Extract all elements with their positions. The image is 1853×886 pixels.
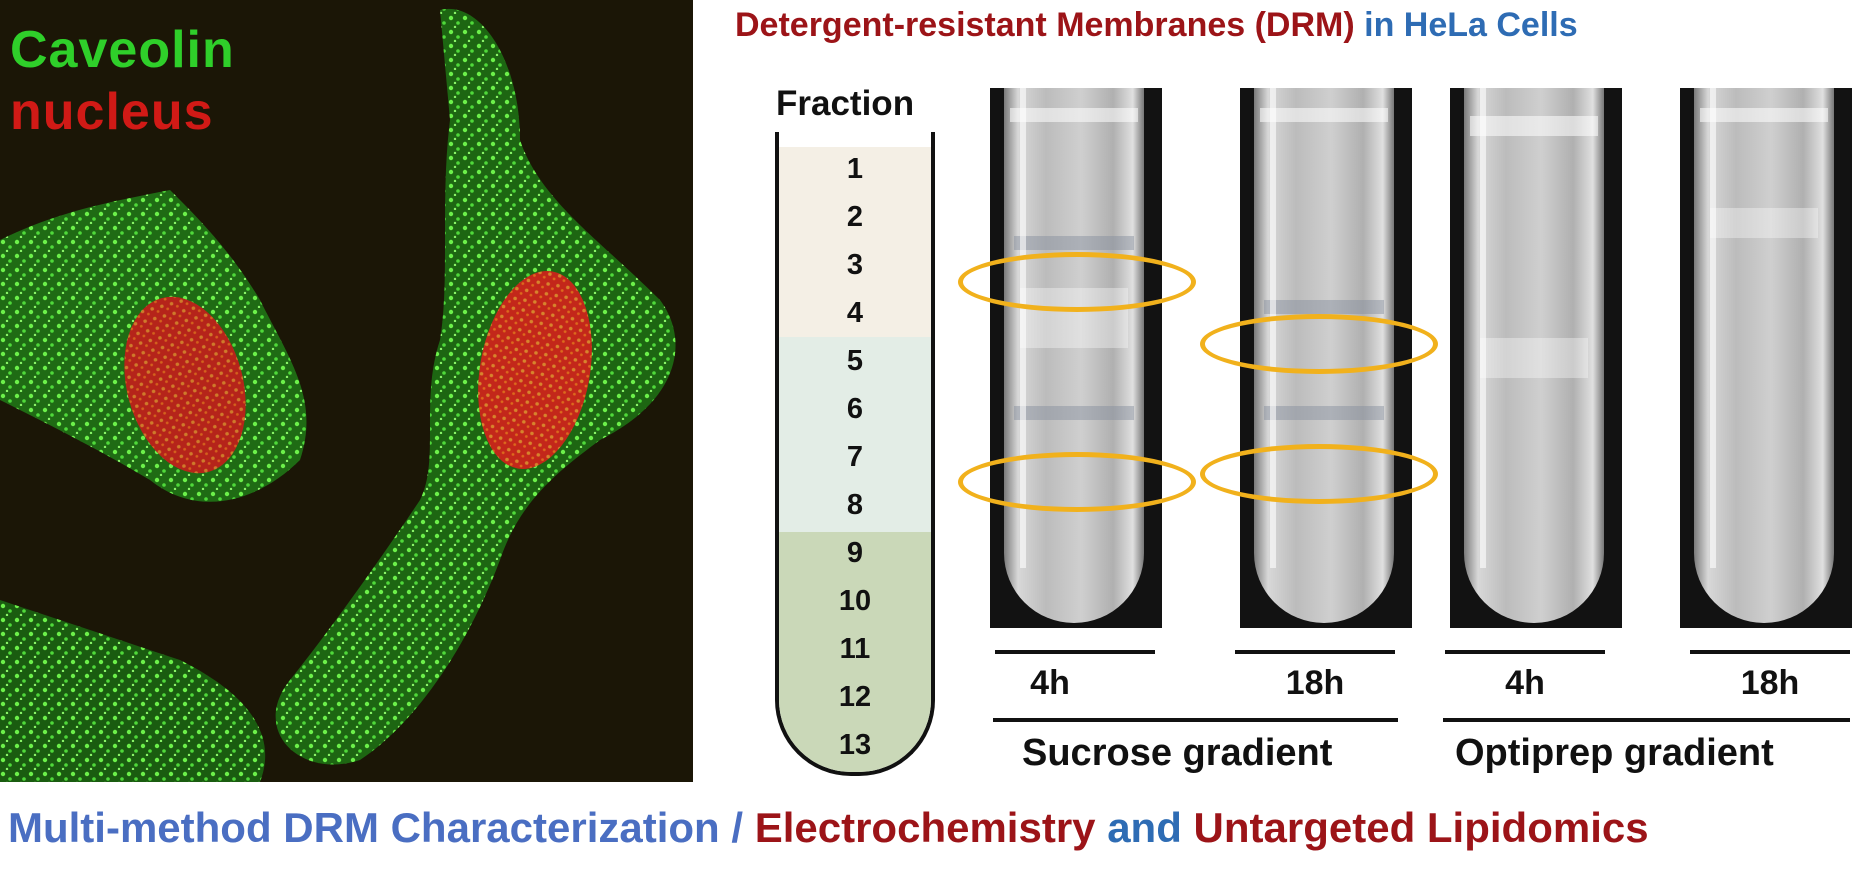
legend-nucleus: nucleus — [10, 83, 214, 141]
caption-part-1: Multi-method DRM Characterization / — [8, 804, 744, 851]
gradient-label-optiprep: Optiprep gradient — [1455, 732, 1774, 774]
micrograph-panel: Caveolin nucleus — [0, 0, 693, 782]
fraction-number: 2 — [846, 201, 864, 233]
tube-outline: 1 2 3 4 5 6 7 8 9 10 11 12 13 — [775, 132, 935, 776]
drm-band — [1014, 406, 1134, 420]
title-main: Detergent-resistant Membranes (DRM) — [735, 6, 1355, 44]
time-label: 4h — [1505, 664, 1545, 702]
time-label: 4h — [1030, 664, 1070, 702]
figure-caption: Multi-method DRM Characterization / Elec… — [8, 804, 1649, 852]
tube-glass — [1694, 88, 1834, 623]
tube-photo-optiprep-4h — [1450, 88, 1622, 628]
fraction-band-bottom — [779, 532, 931, 772]
fraction-number: 8 — [846, 489, 864, 521]
fraction-number: 13 — [838, 729, 872, 761]
fraction-band-top — [779, 147, 931, 337]
fraction-number: 10 — [838, 585, 872, 617]
drm-ring-sucrose-18h-lower — [1200, 444, 1438, 504]
time-label: 18h — [1285, 664, 1345, 702]
cell-micrograph — [0, 8, 676, 782]
fraction-tube: 1 2 3 4 5 6 7 8 9 10 11 12 13 — [775, 132, 935, 777]
fraction-number: 1 — [846, 153, 864, 185]
caption-part-2: Electrochemistry — [754, 804, 1096, 851]
fraction-number: 9 — [846, 537, 864, 569]
fraction-number: 6 — [846, 393, 864, 425]
gradient-rule-sucrose — [993, 718, 1398, 722]
time-rule — [1235, 650, 1395, 654]
tube-glass — [1004, 88, 1144, 623]
drm-band — [1264, 406, 1384, 420]
drm-band — [1014, 236, 1134, 250]
figure-title: Detergent-resistant Membranes (DRM) in H… — [735, 6, 1578, 45]
drm-ring-sucrose-18h-upper — [1200, 314, 1438, 374]
time-rule — [1690, 650, 1850, 654]
fraction-number: 5 — [846, 345, 864, 377]
caption-part-3: and — [1107, 804, 1182, 851]
fraction-number: 12 — [838, 681, 872, 713]
time-label: 18h — [1740, 664, 1800, 702]
tube-photo-sucrose-4h — [990, 88, 1162, 628]
legend-caveolin: Caveolin — [10, 21, 235, 79]
tube-glass — [1464, 88, 1604, 623]
tube-photo-optiprep-18h — [1680, 88, 1852, 628]
drm-ring-sucrose-4h-lower — [958, 452, 1196, 512]
drm-ring-sucrose-4h-upper — [958, 252, 1196, 312]
title-sub: in HeLa Cells — [1364, 6, 1578, 44]
fraction-number: 3 — [846, 249, 864, 281]
fraction-number: 11 — [839, 633, 871, 665]
fraction-label: Fraction — [776, 84, 915, 123]
gradient-rule-optiprep — [1443, 718, 1850, 722]
time-rule — [995, 650, 1155, 654]
gradient-label-sucrose: Sucrose gradient — [1022, 732, 1333, 774]
fraction-number: 7 — [846, 441, 864, 473]
time-rule — [1445, 650, 1605, 654]
caption-part-4: Untargeted Lipidomics — [1193, 804, 1649, 851]
fraction-band-middle — [779, 337, 931, 532]
fraction-number: 4 — [846, 297, 864, 329]
drm-band — [1264, 300, 1384, 314]
